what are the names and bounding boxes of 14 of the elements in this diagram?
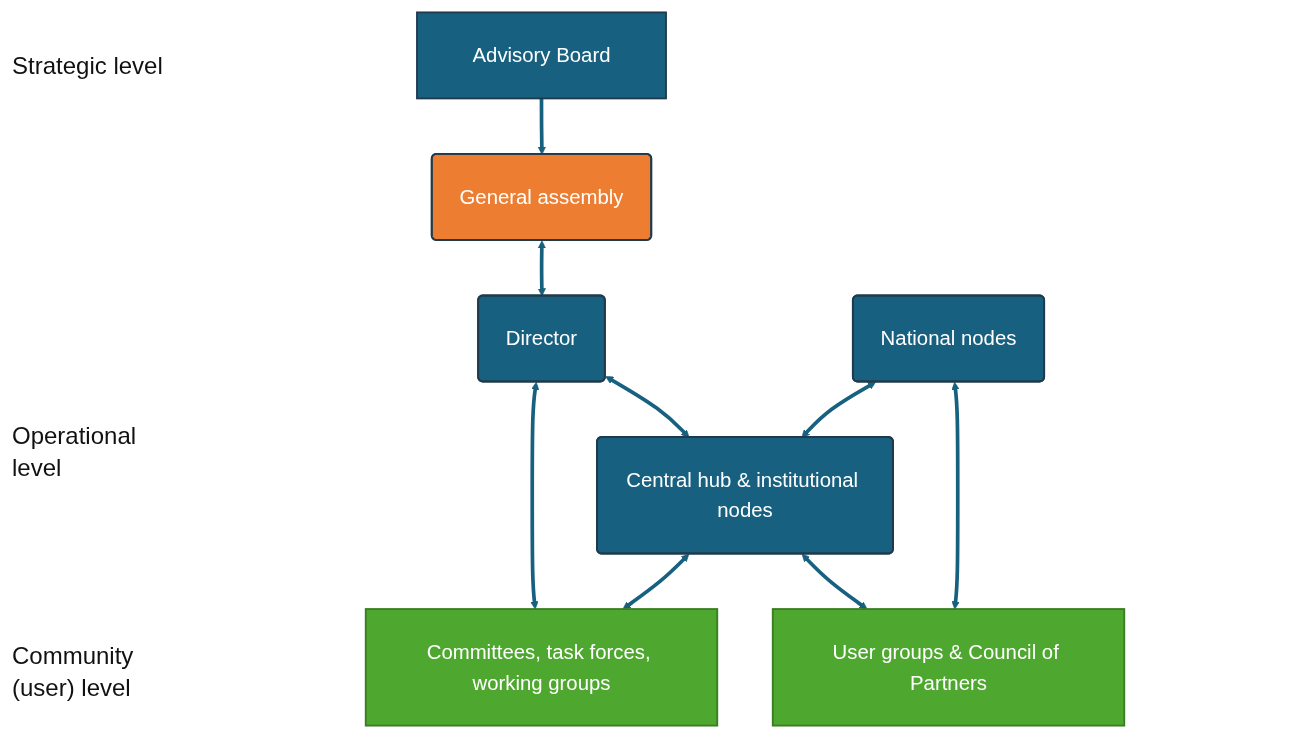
arrow (801, 381, 876, 438)
node-box: Advisory Board (416, 11, 667, 100)
arrow (801, 553, 868, 610)
arrow (530, 381, 540, 610)
arrow (605, 376, 690, 438)
node-box: Committees, task forces, working groups (364, 608, 719, 727)
arrow (951, 381, 960, 610)
arrow (537, 98, 546, 155)
node-box: User groups & Council of Partners (771, 608, 1126, 727)
level-label: Strategic level (12, 51, 164, 81)
arrow (537, 240, 546, 297)
level-label: Operational level (12, 421, 138, 484)
arrow (622, 553, 690, 610)
level-label: Community (user) level (12, 641, 135, 704)
